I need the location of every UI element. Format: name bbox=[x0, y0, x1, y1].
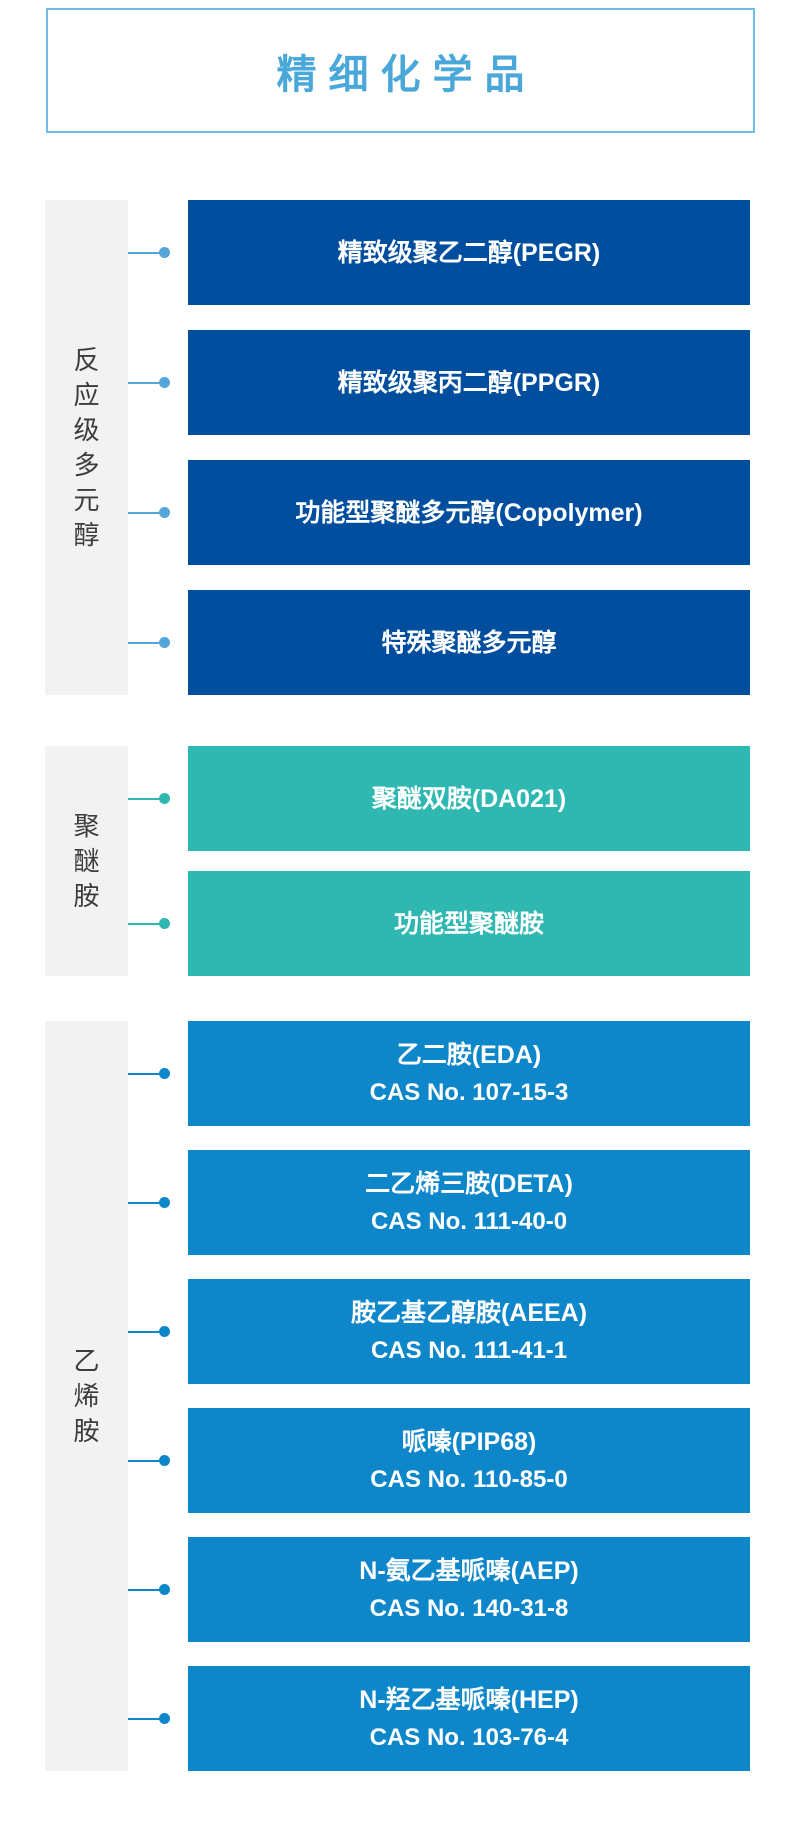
connector-dot-icon bbox=[159, 917, 170, 929]
product-name: 胺乙基乙醇胺(AEEA) bbox=[350, 1299, 588, 1327]
product-box[interactable]: 功能型聚醚多元醇(Copolymer) bbox=[188, 460, 750, 565]
product-box[interactable]: N-氨乙基哌嗪(AEP) CAS No. 140-31-8 bbox=[188, 1537, 750, 1642]
product-name: 精致级聚乙二醇(PEGR) bbox=[337, 238, 601, 267]
item-row: N-氨乙基哌嗪(AEP) CAS No. 140-31-8 bbox=[128, 1537, 750, 1642]
connector bbox=[128, 636, 188, 649]
category-label: 反应级多元醇 bbox=[73, 344, 100, 550]
item-row: 聚醚双胺(DA021) bbox=[128, 746, 750, 851]
product-name: 功能型聚醚胺 bbox=[393, 909, 544, 938]
product-cas-number: CAS No. 140-31-8 bbox=[369, 1595, 569, 1622]
product-name: 特殊聚醚多元醇 bbox=[381, 628, 557, 657]
item-row: 功能型聚醚胺 bbox=[128, 871, 750, 976]
connector-dot-icon bbox=[159, 376, 170, 388]
category-items: 精致级聚乙二醇(PEGR) 精致级聚丙二醇(PPGR) 功能型聚醚多元醇(Cop… bbox=[128, 200, 750, 695]
product-box[interactable]: 哌嗪(PIP68) CAS No. 110-85-0 bbox=[188, 1408, 750, 1513]
product-box[interactable]: 特殊聚醚多元醇 bbox=[188, 590, 750, 695]
connector-dot-icon bbox=[159, 246, 170, 258]
connector-line bbox=[128, 1459, 162, 1462]
item-row: 乙二胺(EDA) CAS No. 107-15-3 bbox=[128, 1021, 750, 1126]
connector bbox=[128, 792, 188, 805]
product-name: 精致级聚丙二醇(PPGR) bbox=[337, 368, 601, 397]
product-box[interactable]: N-羟乙基哌嗪(HEP) CAS No. 103-76-4 bbox=[188, 1666, 750, 1771]
connector-line bbox=[128, 1201, 162, 1204]
connector bbox=[128, 1067, 188, 1080]
product-name: 哌嗪(PIP68) bbox=[401, 1428, 537, 1456]
connector-line bbox=[128, 797, 162, 800]
item-row: 二乙烯三胺(DETA) CAS No. 111-40-0 bbox=[128, 1150, 750, 1255]
category-section-polyether-amines: 聚醚胺 聚醚双胺(DA021) 功能型聚醚胺 bbox=[45, 746, 800, 976]
connector-line bbox=[128, 641, 162, 644]
connector-line bbox=[128, 1330, 162, 1333]
product-cas-number: CAS No. 110-85-0 bbox=[370, 1466, 568, 1493]
title-box: 精细化学品 bbox=[46, 8, 755, 133]
connector bbox=[128, 1712, 188, 1725]
connector-dot-icon bbox=[159, 1325, 170, 1337]
product-name: N-羟乙基哌嗪(HEP) bbox=[359, 1686, 579, 1714]
product-box[interactable]: 精致级聚丙二醇(PPGR) bbox=[188, 330, 750, 435]
category-label-box: 聚醚胺 bbox=[45, 746, 128, 976]
connector-line bbox=[128, 922, 162, 925]
product-cas-number: CAS No. 103-76-4 bbox=[369, 1724, 569, 1751]
product-cas-number: CAS No. 107-15-3 bbox=[369, 1079, 569, 1106]
connector-line bbox=[128, 1717, 162, 1720]
product-name: 聚醚双胺(DA021) bbox=[371, 784, 567, 813]
item-row: 精致级聚丙二醇(PPGR) bbox=[128, 330, 750, 435]
item-row: 胺乙基乙醇胺(AEEA) CAS No. 111-41-1 bbox=[128, 1279, 750, 1384]
category-section-reactive-polyols: 反应级多元醇 精致级聚乙二醇(PEGR) 精致级聚丙二醇(PPGR) bbox=[45, 200, 800, 695]
connector bbox=[128, 1196, 188, 1209]
connector bbox=[128, 1583, 188, 1596]
product-name: 乙二胺(EDA) bbox=[396, 1041, 542, 1069]
product-box[interactable]: 功能型聚醚胺 bbox=[188, 871, 750, 976]
page-title: 精细化学品 bbox=[276, 52, 537, 97]
item-row: N-羟乙基哌嗪(HEP) CAS No. 103-76-4 bbox=[128, 1666, 750, 1771]
product-box[interactable]: 胺乙基乙醇胺(AEEA) CAS No. 111-41-1 bbox=[188, 1279, 750, 1384]
category-section-ethylene-amines: 乙烯胺 乙二胺(EDA) CAS No. 107-15-3 二乙烯三胺(DETA… bbox=[45, 1021, 800, 1771]
connector-dot-icon bbox=[159, 1454, 170, 1466]
item-row: 哌嗪(PIP68) CAS No. 110-85-0 bbox=[128, 1408, 750, 1513]
connector bbox=[128, 1454, 188, 1467]
connector-dot-icon bbox=[159, 1583, 170, 1595]
connector-line bbox=[128, 251, 162, 254]
category-label: 聚醚胺 bbox=[73, 810, 100, 911]
product-cas-number: CAS No. 111-40-0 bbox=[370, 1208, 568, 1235]
connector-dot-icon bbox=[159, 792, 170, 804]
connector-dot-icon bbox=[159, 1196, 170, 1208]
connector bbox=[128, 376, 188, 389]
category-items: 聚醚双胺(DA021) 功能型聚醚胺 bbox=[128, 746, 750, 976]
product-cas-number: CAS No. 111-41-1 bbox=[370, 1337, 568, 1364]
product-name: 功能型聚醚多元醇(Copolymer) bbox=[295, 498, 643, 527]
connector-line bbox=[128, 1588, 162, 1591]
connector-dot-icon bbox=[159, 506, 170, 518]
product-box[interactable]: 精致级聚乙二醇(PEGR) bbox=[188, 200, 750, 305]
connector-line bbox=[128, 1072, 162, 1075]
connector bbox=[128, 1325, 188, 1338]
category-label-box: 乙烯胺 bbox=[45, 1021, 128, 1771]
category-items: 乙二胺(EDA) CAS No. 107-15-3 二乙烯三胺(DETA) CA… bbox=[128, 1021, 750, 1771]
item-row: 精致级聚乙二醇(PEGR) bbox=[128, 200, 750, 305]
item-row: 功能型聚醚多元醇(Copolymer) bbox=[128, 460, 750, 565]
connector bbox=[128, 506, 188, 519]
product-box[interactable]: 聚醚双胺(DA021) bbox=[188, 746, 750, 851]
product-name: 二乙烯三胺(DETA) bbox=[365, 1170, 573, 1198]
product-box[interactable]: 二乙烯三胺(DETA) CAS No. 111-40-0 bbox=[188, 1150, 750, 1255]
connector-line bbox=[128, 511, 162, 514]
connector-line bbox=[128, 381, 162, 384]
connector-dot-icon bbox=[159, 636, 170, 648]
item-row: 特殊聚醚多元醇 bbox=[128, 590, 750, 695]
connector bbox=[128, 917, 188, 930]
category-label: 乙烯胺 bbox=[73, 1345, 100, 1446]
product-name: N-氨乙基哌嗪(AEP) bbox=[359, 1557, 579, 1585]
connector-dot-icon bbox=[159, 1712, 170, 1724]
product-box[interactable]: 乙二胺(EDA) CAS No. 107-15-3 bbox=[188, 1021, 750, 1126]
category-label-box: 反应级多元醇 bbox=[45, 200, 128, 695]
connector bbox=[128, 246, 188, 259]
connector-dot-icon bbox=[159, 1067, 170, 1079]
